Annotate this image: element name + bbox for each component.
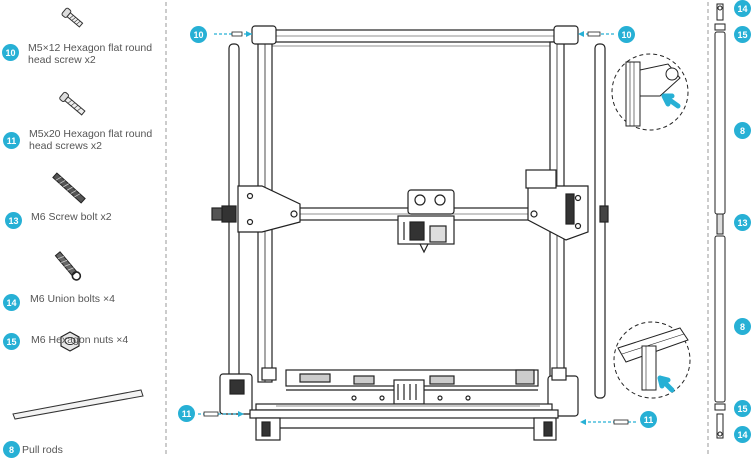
zoom-inset-top	[611, 53, 689, 131]
part-badge-11: 11	[3, 132, 20, 149]
zoom-inset-bottom	[613, 321, 691, 399]
hexagon-nut-m6-icon	[60, 331, 80, 352]
callout-badge-bottom-left: 11	[178, 405, 195, 422]
part-label-11-line2: head screws x2	[29, 140, 102, 152]
part-label-15: M6 Hexagon nuts ×4	[31, 334, 129, 346]
callout-badge-top-left: 10	[190, 26, 207, 43]
part-badge-10: 10	[2, 44, 19, 61]
rod-badge-upper-rod: 8	[734, 122, 751, 139]
part-label-14: M6 Union bolts ×4	[30, 293, 115, 305]
screw-m5x20-icon	[59, 91, 86, 116]
part-label-11-line1: M5x20 Hexagon flat round	[29, 128, 153, 140]
rod-badge-top-nut: 14	[734, 0, 751, 17]
part-label-10-line1: M5×12 Hexagon flat round	[28, 42, 153, 54]
part-badge-15: 15	[3, 333, 20, 350]
screw-m5x12-icon	[61, 7, 84, 28]
part-badge-14: 14	[3, 294, 20, 311]
part-label-10-line2: head screw x2	[28, 54, 96, 66]
rod-badge-bottom-union: 15	[734, 400, 751, 417]
part-label-8: Pull rods	[22, 444, 63, 456]
rod-badge-bottom-nut: 14	[734, 426, 751, 443]
pull-rod-icon	[12, 389, 144, 420]
rod-badge-top-union: 15	[734, 26, 751, 43]
screw-bolt-m6-icon	[52, 172, 86, 204]
rod-badge-lower-rod: 8	[734, 318, 751, 335]
rod-assembly-stack	[714, 3, 726, 439]
union-bolt-m6-icon	[54, 251, 82, 281]
rod-badge-middle-bolt: 13	[734, 214, 751, 231]
part-label-13: M6 Screw bolt x2	[31, 211, 112, 223]
callout-badge-top-right: 10	[618, 26, 635, 43]
part-badge-13: 13	[5, 212, 22, 229]
callout-badge-bottom-right: 11	[640, 411, 657, 428]
part-badge-8: 8	[3, 441, 20, 458]
